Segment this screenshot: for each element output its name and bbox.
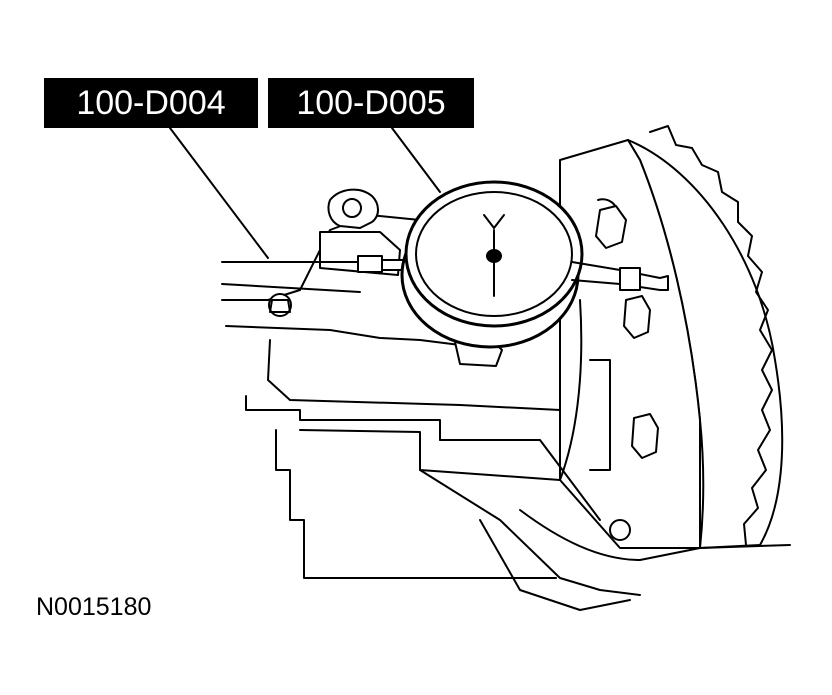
differential-carrier (559, 139, 701, 549)
case-bolt-lower (631, 413, 659, 459)
axle-housing (221, 214, 791, 611)
leader-line-1 (169, 127, 269, 259)
indicator-rod (221, 255, 409, 293)
dial-indicator (400, 180, 669, 349)
case-bolt-upper (595, 205, 627, 249)
gear-teeth (649, 125, 773, 546)
case-bolt-middle (623, 295, 651, 339)
leader-line-2 (391, 127, 441, 193)
figure-code: N0015180 (36, 593, 152, 621)
tool-label-100-D004: 100-D004 (44, 78, 258, 128)
case-hole (609, 519, 631, 541)
wing-nut (342, 198, 362, 218)
tool-label-100-D005: 100-D005 (268, 78, 474, 128)
